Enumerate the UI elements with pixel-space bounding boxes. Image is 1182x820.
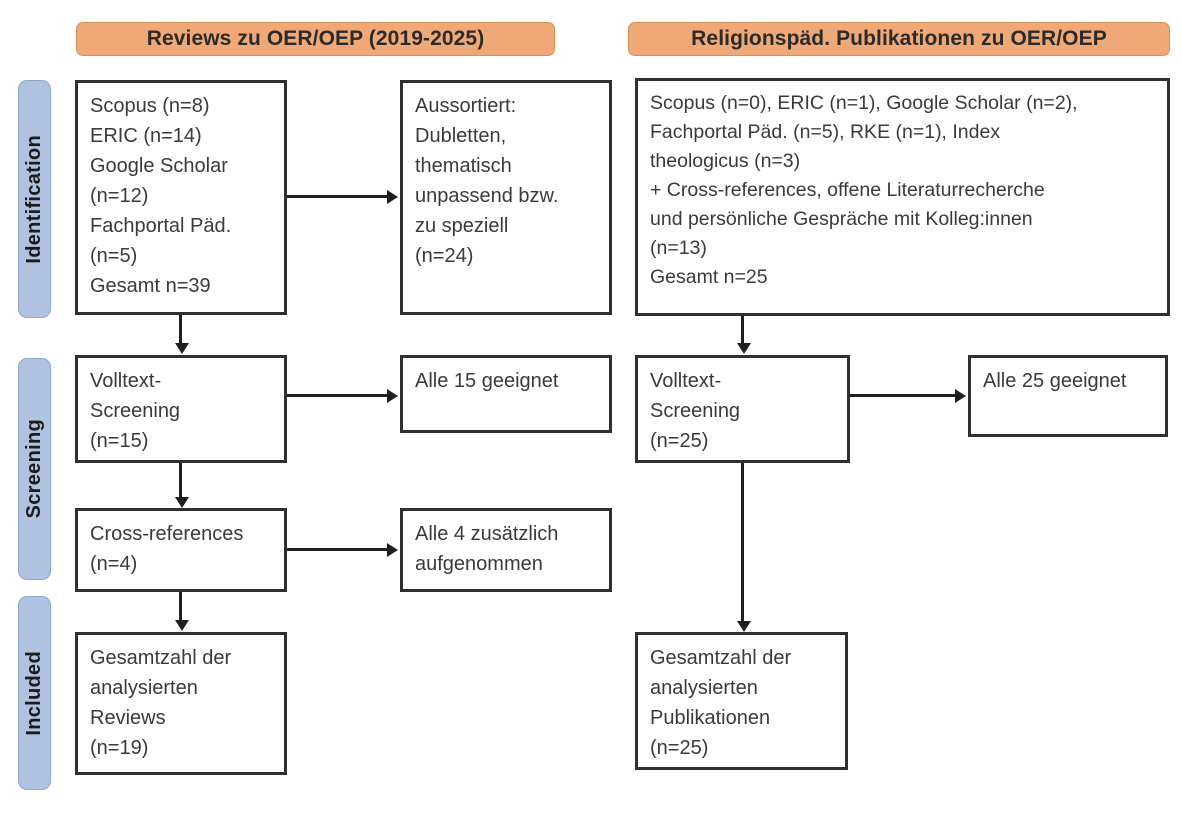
- stage-label-identification: Identification: [18, 80, 51, 318]
- column-header-reviews: Reviews zu OER/OEP (2019-2025): [76, 22, 555, 56]
- box-line: Publikationen: [650, 707, 771, 729]
- box-line: Volltext-: [650, 370, 722, 392]
- connector-right-screening-to-included: [741, 463, 744, 621]
- arrowhead-right-icon: [387, 189, 398, 204]
- box-right-screening-result: Alle 25 geeignet: [968, 355, 1168, 437]
- arrowhead-down-icon: [736, 621, 751, 632]
- stage-label-identification-text: Identification: [23, 134, 45, 264]
- box-line: Volltext-: [90, 370, 162, 392]
- box-line: + Cross-references, offene Literaturrech…: [650, 179, 1045, 201]
- arrowhead-down-icon: [174, 343, 189, 354]
- box-line: Scopus (n=8): [90, 95, 210, 117]
- box-left-identification-sources: Scopus (n=8) ERIC (n=14) Google Scholar …: [75, 80, 287, 315]
- box-line: Screening: [650, 400, 741, 422]
- box-line: unpassend bzw.: [415, 185, 559, 207]
- box-line: (n=13): [650, 237, 707, 259]
- box-line: analysierten: [650, 677, 758, 699]
- box-left-crossreferences: Cross-references (n=4): [75, 508, 287, 592]
- box-line: Reviews: [90, 707, 166, 729]
- box-line: Alle 4 zusätzlich: [415, 523, 559, 545]
- box-line: Scopus (n=0), ERIC (n=1), Google Scholar…: [650, 92, 1078, 114]
- box-line: Gesamt n=25: [650, 266, 768, 288]
- box-left-screening-result: Alle 15 geeignet: [400, 355, 612, 433]
- connector-left-screening-to-result: [287, 394, 387, 397]
- box-right-included-total: Gesamtzahl der analysierten Publikatione…: [635, 632, 848, 770]
- box-line: aufgenommen: [415, 553, 543, 575]
- box-line: (n=24): [415, 245, 474, 267]
- arrowhead-down-icon: [174, 497, 189, 508]
- box-line: Dubletten,: [415, 125, 507, 147]
- connector-left-crossrefs-to-included: [179, 592, 182, 620]
- box-line: und persönliche Gespräche mit Kolleg:inn…: [650, 208, 1033, 230]
- box-line: ERIC (n=14): [90, 125, 202, 147]
- arrowhead-down-icon: [174, 620, 189, 631]
- box-right-identification-sources: Scopus (n=0), ERIC (n=1), Google Scholar…: [635, 78, 1170, 316]
- box-line: (n=12): [90, 185, 149, 207]
- box-line: Alle 25 geeignet: [983, 370, 1127, 392]
- box-line: Gesamtzahl der: [650, 647, 792, 669]
- connector-left-screening-to-crossrefs: [179, 463, 182, 497]
- box-line: Google Scholar: [90, 155, 228, 177]
- stage-label-included-text: Included: [23, 650, 45, 736]
- box-line: (n=25): [650, 430, 709, 452]
- connector-right-identification-to-screening: [741, 316, 744, 343]
- box-line: Aussortiert:: [415, 95, 517, 117]
- box-line: zu speziell: [415, 215, 509, 237]
- box-left-crossreferences-result: Alle 4 zusätzlich aufgenommen: [400, 508, 612, 592]
- connector-left-crossrefs-to-result: [287, 548, 387, 551]
- box-right-fulltext-screening: Volltext- Screening (n=25): [635, 355, 850, 463]
- box-left-fulltext-screening: Volltext- Screening (n=15): [75, 355, 287, 463]
- arrowhead-right-icon: [955, 388, 966, 403]
- box-line: Cross-references: [90, 523, 244, 545]
- box-line: Fachportal Päd. (n=5), RKE (n=1), Index: [650, 121, 1001, 143]
- box-line: Fachportal Päd.: [90, 215, 232, 237]
- arrowhead-right-icon: [387, 388, 398, 403]
- box-line: Alle 15 geeignet: [415, 370, 559, 392]
- box-line: Gesamt n=39: [90, 275, 211, 297]
- connector-left-identification-to-excluded: [287, 195, 387, 198]
- stage-label-screening-text: Screening: [23, 419, 45, 519]
- box-line: analysierten: [90, 677, 198, 699]
- box-line: (n=5): [90, 245, 138, 267]
- connector-right-screening-to-result: [850, 394, 955, 397]
- box-line: (n=4): [90, 553, 138, 575]
- box-line: thematisch: [415, 155, 512, 177]
- box-line: Screening: [90, 400, 181, 422]
- box-line: (n=19): [90, 737, 149, 759]
- box-line: theologicus (n=3): [650, 150, 801, 172]
- box-line: Gesamtzahl der: [90, 647, 232, 669]
- box-line: (n=25): [650, 737, 709, 759]
- stage-label-included: Included: [18, 596, 51, 790]
- arrowhead-down-icon: [736, 343, 751, 354]
- column-header-religionspaed: Religionspäd. Publikationen zu OER/OEP: [628, 22, 1170, 56]
- arrowhead-right-icon: [387, 542, 398, 557]
- box-left-included-total: Gesamtzahl der analysierten Reviews (n=1…: [75, 632, 287, 775]
- stage-label-screening: Screening: [18, 358, 51, 580]
- box-left-excluded: Aussortiert: Dubletten, thematisch unpas…: [400, 80, 612, 315]
- connector-left-identification-to-screening: [179, 315, 182, 343]
- box-line: (n=15): [90, 430, 149, 452]
